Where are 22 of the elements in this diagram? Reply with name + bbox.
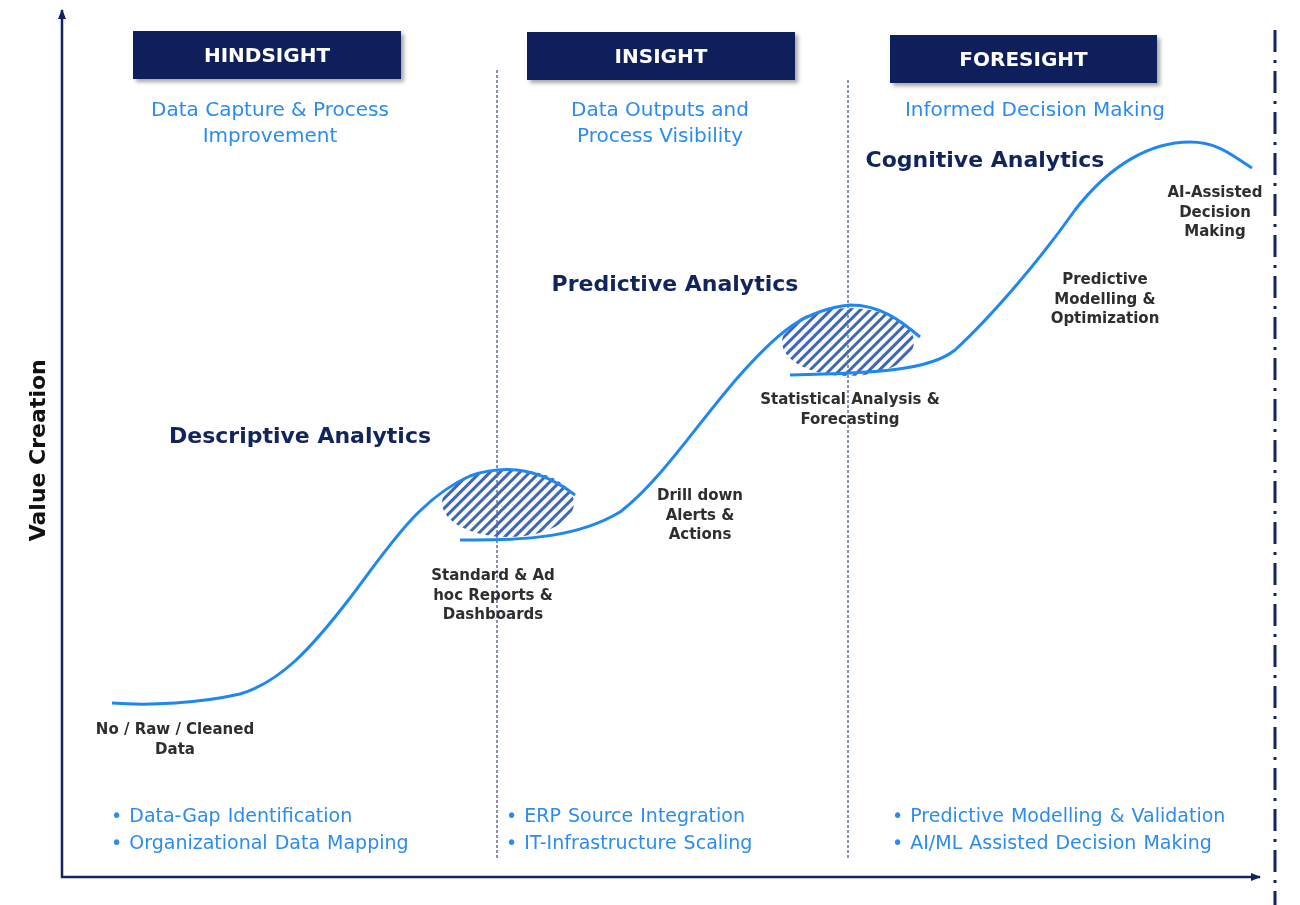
phase-header: FORESIGHT <box>890 35 1157 83</box>
bullet-item: • ERP Source Integration <box>506 803 746 828</box>
phase-subtitle: Data Capture & Process Improvement <box>150 96 390 148</box>
phase-header: INSIGHT <box>527 32 795 80</box>
stage-note: No / Raw / Cleaned Data <box>94 720 256 759</box>
stage-title: Descriptive Analytics <box>167 422 432 450</box>
stage-note: Statistical Analysis & Forecasting <box>759 390 941 429</box>
bullet-item: • AI/ML Assisted Decision Making <box>892 829 1213 855</box>
axis-title: Value Creation <box>23 358 51 544</box>
stage-note: Drill down Alerts & Actions <box>655 486 745 545</box>
bullet-item: • Organizational Data Mapping <box>111 829 409 855</box>
phase-header: HINDSIGHT <box>133 31 401 79</box>
stage-note: Standard & Ad hoc Reports & Dashboards <box>430 566 556 625</box>
phase-subtitle: Informed Decision Making <box>903 96 1167 122</box>
bullet-item: • Predictive Modelling & Validation <box>892 803 1226 828</box>
stage-note: AI-Assisted Decision Making <box>1166 183 1264 242</box>
stage-title: Cognitive Analytics <box>864 146 1106 174</box>
bullet-item: • Data-Gap Identification <box>111 803 354 828</box>
bullet-item: • IT-Infrastructure Scaling <box>506 829 753 855</box>
stage-title: Predictive Analytics <box>550 270 800 298</box>
phase-subtitle: Data Outputs and Process Visibility <box>570 96 750 148</box>
stage-note: Predictive Modelling & Optimization <box>1049 270 1161 329</box>
